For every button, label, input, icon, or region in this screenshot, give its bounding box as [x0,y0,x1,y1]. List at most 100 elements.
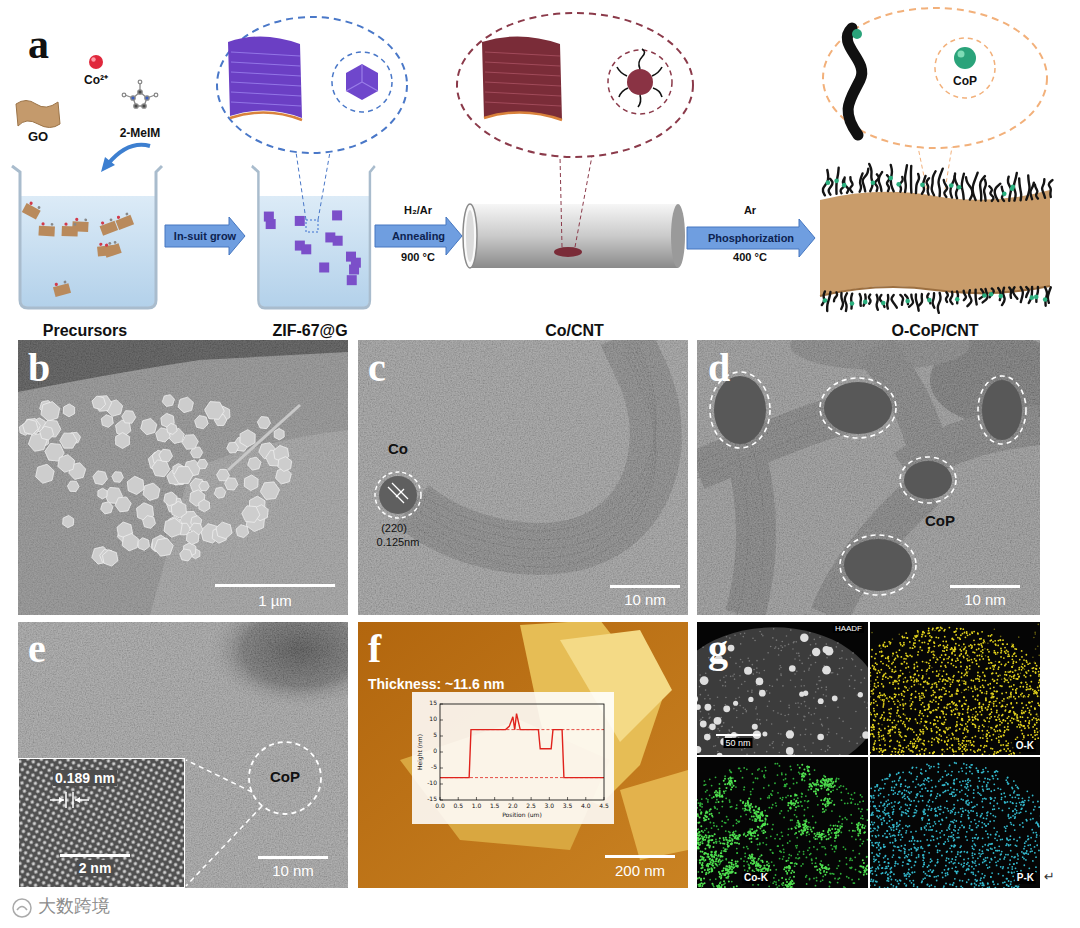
zoom-bubble [935,38,995,98]
eds-maps [1005,720,1007,722]
eds-maps [875,700,877,702]
eds-maps [1002,643,1004,645]
zoom-bubble [231,72,301,76]
zoom-bubble [318,152,330,220]
eds-maps [981,714,983,716]
eds-maps [702,646,704,648]
eds-maps [946,649,948,651]
eds-maps [928,632,930,634]
eds-maps [965,681,967,683]
zif-crystals [138,538,150,551]
eds-maps [746,710,748,712]
eds-maps [855,711,857,713]
eds-maps [730,657,732,659]
zif-crystals [240,430,255,447]
eds-maps [959,700,961,702]
eds-maps [725,681,727,683]
carbon-nanotubes [966,177,972,199]
height-profile [512,797,513,800]
eds-maps [1021,725,1023,727]
zoom-bubble [617,67,627,76]
eds-maps [798,655,800,657]
eds-maps [1032,726,1034,728]
eds-maps [882,685,884,687]
eds-maps [914,646,916,648]
eds-maps [725,704,727,706]
eds-maps [998,714,1000,716]
eds-maps [762,732,767,737]
eds-maps [882,750,884,752]
eds-maps [699,686,701,688]
eds-maps [942,713,944,715]
eds-maps [867,702,868,704]
eds-maps [878,731,880,733]
eds-maps [962,719,964,721]
eds-maps [1025,671,1027,673]
eds-maps [1009,711,1011,713]
eds-maps [955,738,957,740]
eds-maps [966,632,968,634]
eds-maps [928,741,930,743]
eds-maps [911,704,913,706]
eds-maps [888,730,890,732]
eds-maps [1001,650,1003,652]
eds-maps [837,642,839,644]
eds-maps [977,632,979,634]
eds-maps [1034,734,1036,736]
zoom-bubble [847,28,862,135]
eds-maps [856,743,858,745]
eds-maps [812,742,814,744]
eds-maps [996,710,998,712]
eds-maps [963,674,965,676]
eds-maps [812,722,814,724]
zoom-bubble [296,152,306,220]
tem-image [904,461,952,499]
eds-maps [910,698,912,700]
afm-image [605,855,675,858]
precursor-flakes [54,282,58,286]
precursor-flakes [101,221,105,225]
eds-maps [1012,706,1014,708]
eds-maps [1005,652,1007,654]
zoom-bubble [958,51,965,58]
eds-maps [960,666,962,668]
beaker [12,166,162,308]
eds-maps [756,672,758,674]
eds-maps [1010,720,1012,722]
eds-maps [722,685,724,687]
precursor-flakes [22,203,41,219]
eds-maps [801,679,803,681]
eds-maps [699,720,701,722]
precursor-flakes [62,222,78,236]
eds-maps [949,727,951,729]
eds-maps [883,645,885,647]
hrtem-image [258,856,328,859]
eds-maps [994,751,996,753]
eds-maps [959,649,961,651]
carbon-nanotubes [973,173,978,200]
carbon-nanotubes [939,169,943,196]
hrtem-image [19,759,185,888]
eds-maps [766,690,768,692]
zoom-bubble [617,49,662,107]
eds-maps [924,642,926,644]
eds-maps [1004,726,1006,728]
eds-maps [878,731,880,733]
eds-maps [1021,710,1023,712]
sem-image [18,340,348,615]
eds-maps [926,669,928,671]
eds-maps [774,648,776,650]
eds-maps [898,715,900,717]
eds-maps [898,680,900,682]
eds-maps [916,745,918,747]
precursor-flakes [29,201,33,205]
eds-maps [979,654,981,656]
eds-maps [927,683,929,685]
eds-maps [782,744,784,746]
hrtem-image [50,792,89,808]
eds-maps [973,708,975,710]
eds-maps [1027,696,1029,698]
carbon-nanotubes [918,294,922,306]
cobalt-ion [89,55,103,69]
eds-maps [1005,709,1007,711]
